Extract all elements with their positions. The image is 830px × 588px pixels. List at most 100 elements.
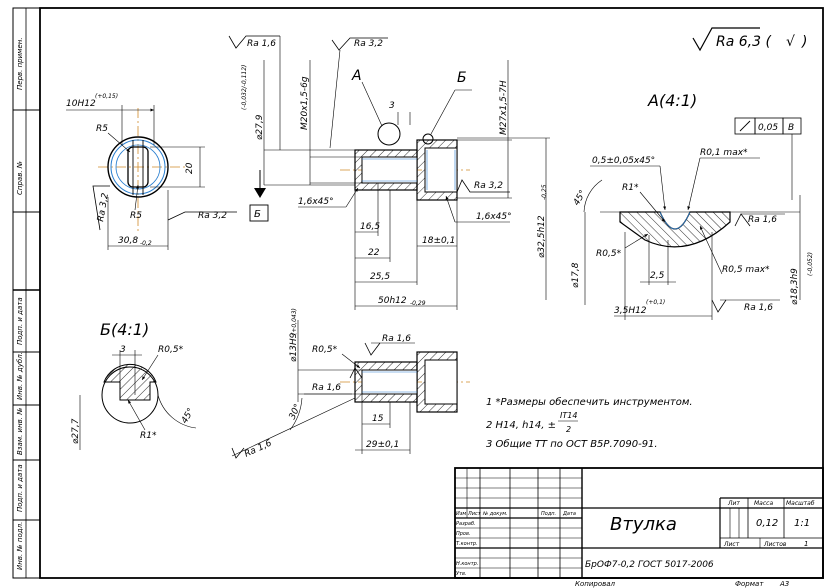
note-2-den: 2 [566,425,571,434]
rev-h-list: Лист [467,511,482,517]
rev-h-doc: № докум. [482,511,508,517]
end-r-outer: R5 [96,124,108,134]
side-stamp-strip [12,7,41,579]
detail-a-title: А(4:1) [647,91,697,110]
detail-a-angle: 45° [572,189,589,208]
end-length: 30,8 [118,236,138,246]
role-approved: Утв. [456,571,467,577]
stamp-replace-inv: Взам. инв. № [16,407,24,455]
lower-rough-bottom: Ra 1,6 [243,438,274,459]
end-rough-left: Ra 3,2 [96,192,111,223]
main-rough-right: Ra 3,2 [474,181,503,191]
material: БрОФ7-0,2 ГОСТ 5017-2006 [585,560,714,570]
detail-a-rough2: Ra 1,6 [744,303,773,313]
stamp-first-use: Перв. примен. [16,37,24,90]
detail-a-width: 3,5H12 [614,306,647,316]
note-3: 3 Общие ТТ по ОСТ В5Р.7090-91. [486,438,658,450]
note-2: 2 H14, h14, ± [486,420,556,431]
detail-b-diam: ⌀27,7 [71,418,81,444]
main-d25-5: 25,5 [370,272,390,282]
main-diam-32: ⌀32,5h12 [537,215,547,258]
role-norm-control: Н.контр. [456,561,478,567]
detail-a: А(4:1) 0,05 В 0,5±0,05x45° R0,1 max* R1*… [571,91,814,320]
lower-diam-13: ⌀13H9 [289,332,299,362]
detail-a-rough: Ra 1,6 [748,215,777,225]
role-checked: Пров. [456,531,471,537]
detail-a-base: В [788,123,794,133]
detail-b-dim3: 3 [120,345,126,355]
note-2-num: IT14 [560,411,577,420]
main-section-label: Б [254,209,261,220]
end-width-dev: (+0,15) [95,93,118,100]
end-width: 10H12 [66,99,96,109]
detail-a-r05max: R0,5 max* [722,265,770,275]
end-length-dev: -0,2 [140,240,152,247]
stamp-orig-inv: Инв. № подл. [16,522,24,570]
part-name: Втулка [610,514,677,535]
stamp-sign-date-2: Подп. и дата [16,464,24,512]
main-d50: 50h12 [378,296,407,306]
note-1: 1 *Размеры обеспечить инструментом. [486,396,693,408]
lower-r05: R0,5* [312,345,338,355]
main-label-b: Б [457,70,467,86]
copied-label: Копировал [575,580,616,588]
lower-section: ⌀13H9 (+0,043) R0,5* Ra 1,6 Ra 1,6 Ra 1,… [231,308,470,460]
format-label: Формат [735,580,764,588]
detail-a-r05: R0,5* [596,249,622,259]
main-rough-top: Ra 3,2 [354,39,383,49]
main-thread-left: M20x1,5-6g [300,76,310,130]
title-block: Изм Лист № докум. Подп. Дата Разраб. Про… [454,467,824,579]
detail-a-r1: R1* [622,183,639,193]
rev-h-date: Дата [562,511,576,517]
sheets-count: 1 [804,540,808,548]
main-d50-dev: -0,29 [410,300,426,307]
stamp-dup-inv: Инв. № дубл. [16,352,24,400]
main-chamfer-right: 1,6x45° [476,212,512,222]
lower-diam-13-dev: (+0,043) [291,308,298,335]
mass-value: 0,12 [756,518,778,529]
lower-rough-top: Ra 1,6 [382,334,411,344]
main-d22: 22 [368,248,380,258]
main-dim-3: 3 [389,101,395,111]
main-section: А Б 3 Ra 1,6 Ra 3,2 ⌀27,9 (-0,032/-0,112… [228,35,550,310]
roughness-general-text: Ra 6,3 ( [716,34,771,50]
lit-header: Лит [727,500,740,507]
end-height: 20 [185,162,195,174]
detail-b-r05: R0,5* [158,345,184,355]
notes: 1 *Размеры обеспечить инструментом. 2 H1… [486,396,693,450]
lower-rough-left: Ra 1,6 [312,383,341,393]
sheets-label: Листов [763,541,787,548]
detail-a-width-dev: (+0,1) [646,299,665,306]
role-developer: Разраб. [456,521,476,527]
mass-header: Масса [754,500,773,507]
lower-d29: 29±0,1 [366,440,399,450]
roughness-close: ) [801,34,807,50]
sheet-frame [39,7,824,579]
main-diam-32-dev: -0,25 [541,184,548,200]
main-d16-5: 16,5 [360,222,380,232]
roughness-check: √ [786,34,795,50]
detail-a-d25: 2,5 [650,271,665,281]
general-roughness-mark: Ra 6,3 ( √ ) [692,27,807,52]
role-tech-control: Т.контр. [456,541,478,547]
rev-h-izm: Изм [456,511,466,517]
stamp-sign-date-1: Подп. и дата [16,297,24,345]
end-rough-right: Ra 3,2 [198,211,227,221]
detail-b: Б(4:1) 3 R0,5* ⌀27,7 R1* 45° [71,320,197,450]
detail-a-r01: R0,1 max* [700,148,748,158]
detail-a-tol: 0,05 [758,123,778,133]
detail-a-diam-17: ⌀17,8 [571,262,581,288]
scale-header: Масштаб [786,500,815,507]
format-value: А3 [779,580,789,588]
stamp-ref-no: Справ. № [16,161,24,195]
main-chamfer-left: 1,6x45° [298,197,334,207]
detail-b-title: Б(4:1) [100,320,149,339]
main-rough-top-left: Ra 1,6 [247,39,276,49]
detail-a-diam-18: ⌀18,3h9 [790,268,800,305]
main-d18: 18±0,1 [422,236,455,246]
end-view: 10H12 (+0,15) R5 R5 20 30,8 -0,2 Ra 3,2 … [66,93,237,250]
main-label-a: А [351,68,362,84]
detail-a-chamfer: 0,5±0,05x45° [592,156,655,166]
